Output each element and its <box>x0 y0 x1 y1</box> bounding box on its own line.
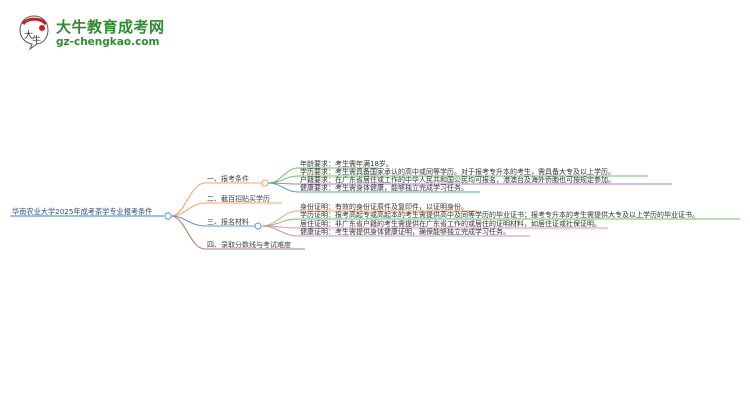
logo[interactable]: 大 牛 大牛教育成考网 gz-chengkao.com <box>18 14 164 54</box>
leaf-residence-requirement[interactable]: 户籍要求：在广东省居住或工作的中华人民共和国公民均可报名，港澳台及海外侨胞也可按… <box>300 176 615 184</box>
logo-mark-icon: 大 牛 <box>19 15 49 50</box>
logo-site-name: 大牛教育成考网 <box>56 18 165 36</box>
leaf-education-requirement[interactable]: 学历要求：考生需具备国家承认的高中或同等学历。对于报考专升本的考生，需具备大专及… <box>300 168 615 176</box>
leaf-education-proof[interactable]: 学历证明：报考高起专或高起本的考生需提供高中及同等学历的毕业证书；报考专升本的考… <box>300 211 699 219</box>
logo-site-url: gz-chengkao.com <box>56 36 160 48</box>
branch-requirements[interactable]: 一、报考条件 <box>207 175 249 183</box>
leaf-id-proof[interactable]: 身份证明：有效的身份证原件及复印件，以证明身份。 <box>300 203 468 211</box>
leaf-health-requirement[interactable]: 健康要求：考生需身体健康，能够独立完成学习任务。 <box>300 184 468 192</box>
leaf-residence-proof[interactable]: 居住证明：非广东省户籍的考生需提供在广东省工作的或居住的证明材料，如居住证或社保… <box>300 220 601 228</box>
branch-scores-difficulty[interactable]: 四、录取分数线与考试难度 <box>207 241 291 249</box>
svg-text:大: 大 <box>24 29 33 41</box>
branch-2[interactable]: 二、截百招贴买学历 <box>207 195 270 203</box>
leaf-health-proof[interactable]: 健康证明：考生需提供身体健康证明，确保能够独立完成学习任务。 <box>300 228 510 236</box>
branch-materials[interactable]: 三、报名材料 <box>207 218 249 226</box>
svg-text:牛: 牛 <box>32 34 41 46</box>
leaf-age-requirement[interactable]: 年龄要求：考生需年满18岁。 <box>300 160 393 168</box>
mindmap-root[interactable]: 华南农业大学2025年成考茶学专业报考条件 <box>12 207 153 216</box>
